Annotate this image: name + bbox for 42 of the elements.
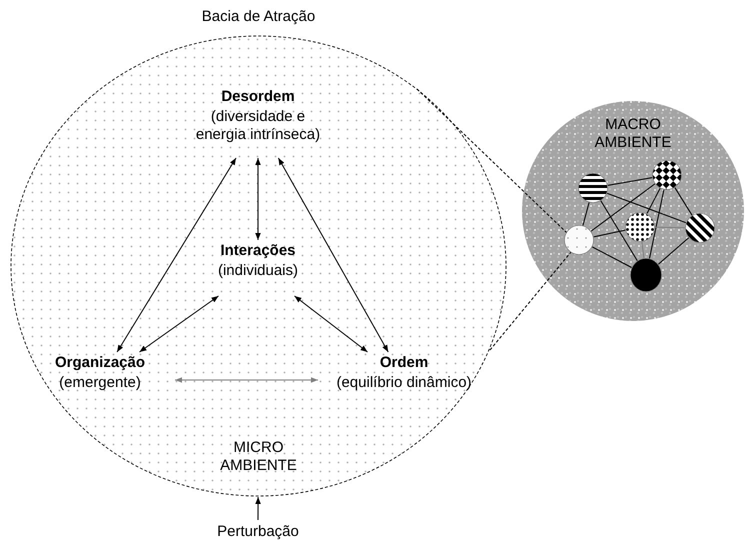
checkered-circle <box>652 160 682 190</box>
arrow <box>278 158 389 352</box>
concept-title: Desordem <box>220 88 296 106</box>
connector-line <box>600 200 638 262</box>
arrow <box>255 496 261 520</box>
connector-line <box>641 241 644 259</box>
connector-line <box>654 226 686 228</box>
speckled-circle <box>564 225 594 255</box>
concept-description: (diversidade e energia intrínseca) <box>194 108 322 144</box>
input-label: Perturbação <box>210 520 306 544</box>
concept-title: Ordem <box>378 354 430 372</box>
arrow <box>294 296 368 352</box>
arrow <box>174 377 318 383</box>
dotted-circle <box>625 212 655 242</box>
striped-circle <box>685 213 715 243</box>
connector-line <box>658 237 690 265</box>
concept-title: Organização <box>54 354 146 372</box>
arrow <box>139 296 219 352</box>
connector-line <box>607 177 653 186</box>
arrow <box>255 158 261 240</box>
connector-line <box>592 246 632 268</box>
striped-circle <box>578 173 608 203</box>
connector-line <box>590 183 656 232</box>
connector-line <box>582 202 590 226</box>
connector-line <box>646 188 661 214</box>
connector-line <box>606 192 686 224</box>
shaded-circle <box>521 100 745 322</box>
region-label: MACRO AMBIENTE <box>594 116 672 152</box>
dashed-ellipse <box>10 8 507 497</box>
connector-line <box>649 189 664 259</box>
concept-title: Interações <box>219 242 297 260</box>
basin-title: Bacia de Atração <box>200 8 316 26</box>
connector-line <box>593 230 626 238</box>
concept-description: (emergente) <box>58 374 142 392</box>
filled-circle <box>630 258 662 292</box>
zoom-line <box>490 252 572 350</box>
region-label: MICRO AMBIENTE <box>219 439 298 475</box>
concept-description: (individuais) <box>216 262 300 280</box>
arrow <box>116 158 236 352</box>
concept-description: (equilíbrio dinâmico) <box>335 374 473 392</box>
zoom-line <box>416 88 568 234</box>
connector-line <box>674 187 693 216</box>
